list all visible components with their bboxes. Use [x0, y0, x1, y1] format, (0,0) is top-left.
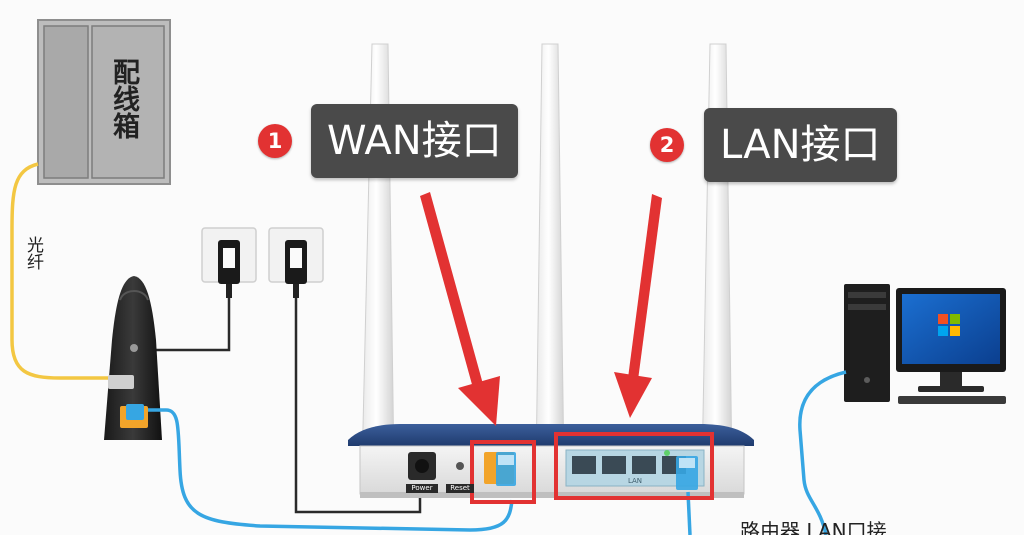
power-port-label: Power — [406, 484, 438, 493]
pc-ethernet-cable — [798, 370, 847, 535]
lan-highlight-box — [554, 432, 714, 500]
wall-socket-2 — [268, 227, 324, 298]
desktop-computer — [844, 284, 1006, 404]
fiber-label: 光纤 — [23, 236, 43, 270]
lan-arrow — [614, 194, 662, 418]
distribution-box — [37, 19, 171, 185]
distribution-box-label: 配线箱 — [108, 58, 139, 139]
fiber-cable — [10, 162, 120, 380]
windows-logo-icon — [938, 314, 960, 336]
optical-modem — [104, 276, 162, 440]
wan-highlight-box — [470, 440, 536, 504]
modem-to-wan-cable — [148, 408, 514, 532]
lan-plug — [676, 456, 698, 490]
modem-power-cable — [145, 298, 231, 352]
router-power-cable — [294, 298, 422, 514]
bottom-caption: 路由器 LAN口接 — [740, 519, 887, 535]
wan-arrow — [420, 192, 500, 426]
wall-socket-1 — [201, 227, 257, 298]
wan-callout: WAN接口 — [311, 104, 518, 178]
wan-plug — [496, 452, 516, 486]
lan-callout: LAN接口 — [704, 108, 897, 182]
lan-strip-label: LAN — [627, 477, 643, 485]
reset-port-label: Reset — [446, 484, 474, 493]
lan-step-badge: 2 — [650, 128, 684, 162]
wan-step-badge: 1 — [258, 124, 292, 158]
